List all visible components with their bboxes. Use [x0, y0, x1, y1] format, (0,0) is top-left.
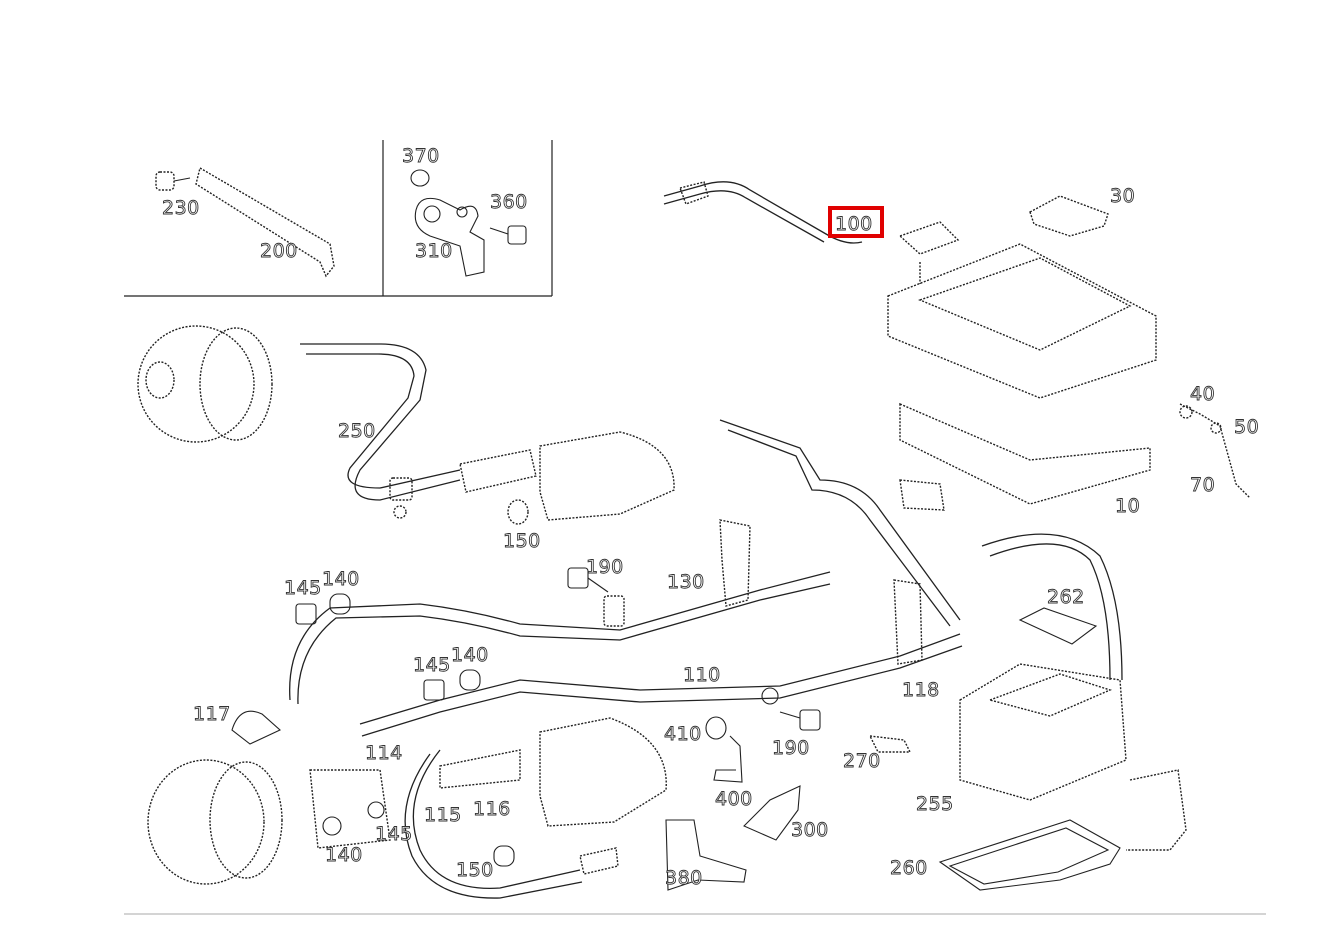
callout-115[interactable]: 115 — [424, 804, 462, 827]
callout-150-upper[interactable]: 150 — [503, 530, 541, 553]
callout-270[interactable]: 270 — [843, 750, 881, 773]
callout-30[interactable]: 30 — [1110, 185, 1136, 208]
bracket-310-drawing — [410, 169, 527, 277]
callout-380[interactable]: 380 — [665, 867, 703, 890]
callout-400[interactable]: 400 — [715, 788, 753, 811]
callout-250[interactable]: 250 — [338, 420, 376, 443]
bracket-380-drawing — [665, 819, 747, 891]
callout-150-lower[interactable]: 150 — [456, 859, 494, 882]
callout-117[interactable]: 117 — [193, 703, 231, 726]
callout-370[interactable]: 370 — [402, 145, 440, 168]
callout-114[interactable]: 114 — [365, 742, 403, 765]
small-fasteners-drawing — [295, 567, 912, 867]
callout-310[interactable]: 310 — [415, 240, 453, 263]
bracket-400-410-drawing — [705, 716, 743, 783]
callout-140-lower[interactable]: 140 — [325, 844, 363, 867]
starter-upper-drawing — [507, 431, 675, 525]
alternator-drawing — [137, 325, 273, 443]
callout-190-lower[interactable]: 190 — [772, 737, 810, 760]
callout-70[interactable]: 70 — [1190, 474, 1216, 497]
callout-50[interactable]: 50 — [1234, 416, 1260, 439]
clamp-117-drawing — [231, 710, 281, 745]
cable-100-drawing — [663, 181, 863, 244]
callout-200[interactable]: 200 — [260, 240, 298, 263]
fusebox-255-drawing — [959, 663, 1187, 851]
callout-130[interactable]: 130 — [667, 571, 705, 594]
callout-360[interactable]: 360 — [490, 191, 528, 214]
plate-262-drawing — [1018, 607, 1098, 645]
callout-labels: 230 200 370 360 310 100 30 250 40 50 70 … — [162, 145, 1260, 890]
bracket-300-drawing — [743, 785, 801, 841]
callout-116[interactable]: 116 — [473, 798, 511, 821]
callout-300[interactable]: 300 — [791, 819, 829, 842]
line-250-drawing — [300, 343, 537, 519]
callout-110[interactable]: 110 — [683, 664, 721, 687]
callout-255[interactable]: 255 — [916, 793, 954, 816]
callout-145-upper[interactable]: 145 — [284, 577, 322, 600]
callout-140-middle[interactable]: 140 — [451, 644, 489, 667]
callout-145-lower[interactable]: 145 — [375, 823, 413, 846]
callout-10[interactable]: 10 — [1115, 495, 1141, 518]
callout-40[interactable]: 40 — [1190, 383, 1216, 406]
callout-410[interactable]: 410 — [664, 723, 702, 746]
starter-lower-drawing — [404, 717, 667, 899]
cable-to-fusebox-drawing — [719, 419, 1123, 681]
callout-190-upper[interactable]: 190 — [586, 556, 624, 579]
callout-140-upper[interactable]: 140 — [322, 568, 360, 591]
callout-260[interactable]: 260 — [890, 857, 928, 880]
callout-262[interactable]: 262 — [1047, 586, 1085, 609]
cable-110-130-drawing — [289, 519, 963, 737]
callout-118[interactable]: 118 — [902, 679, 940, 702]
alternator-lower-drawing — [147, 759, 391, 885]
callout-145-middle[interactable]: 145 — [413, 654, 451, 677]
highlight-box-100 — [828, 206, 884, 238]
bolt-230-drawing — [155, 166, 335, 278]
cover-30-drawing — [1029, 195, 1109, 237]
callout-230[interactable]: 230 — [162, 197, 200, 220]
tray-260-drawing — [938, 819, 1121, 891]
inset-frame — [124, 140, 1266, 915]
battery-10-drawing — [887, 221, 1251, 505]
callout-100[interactable]: 100 — [835, 213, 873, 236]
